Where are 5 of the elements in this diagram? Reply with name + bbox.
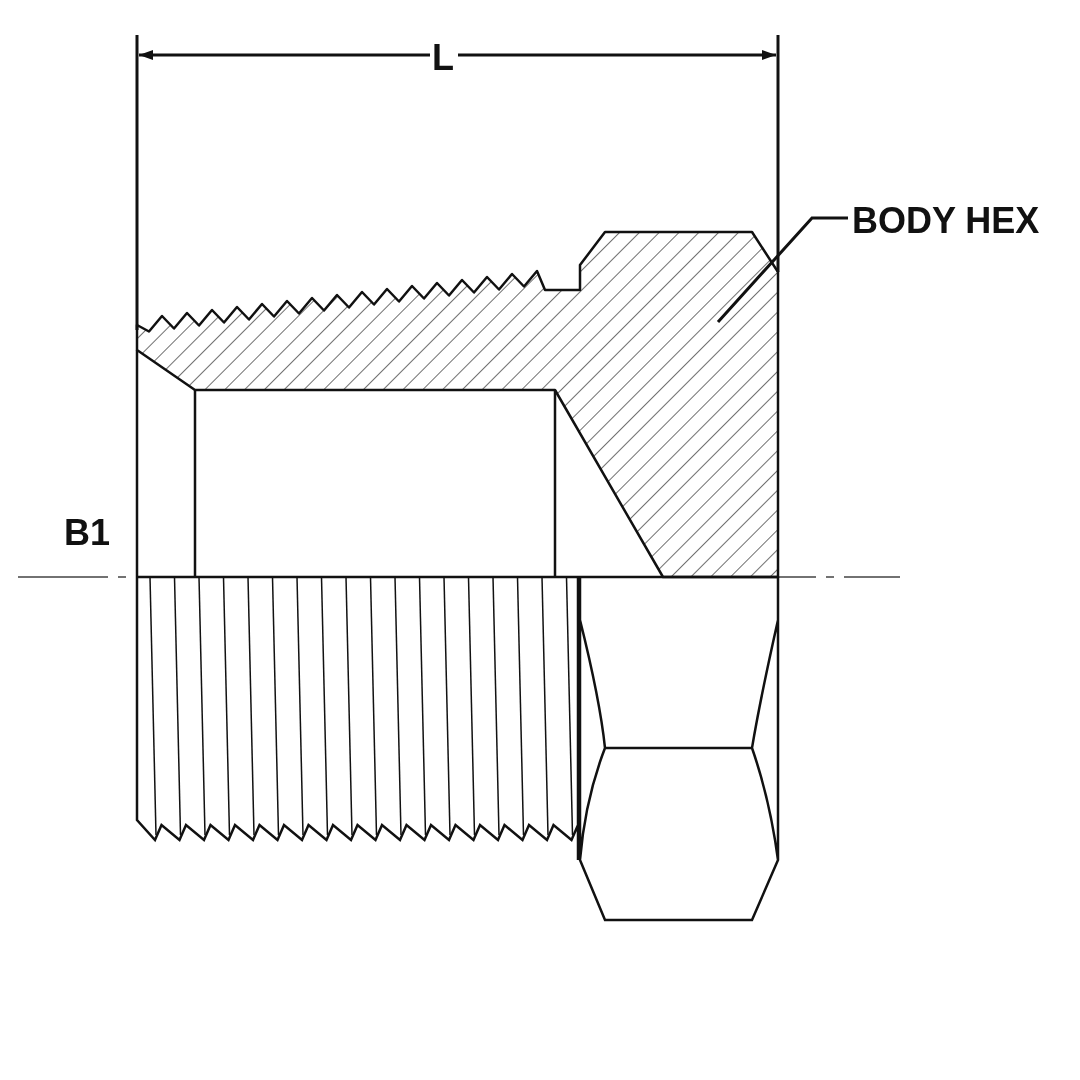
part-label: BODY HEX [852,203,1040,239]
hex-body-section [135,230,780,579]
dimension-label: L [432,40,454,76]
dimension-label: B1 [64,515,111,551]
leader-line [716,216,848,323]
